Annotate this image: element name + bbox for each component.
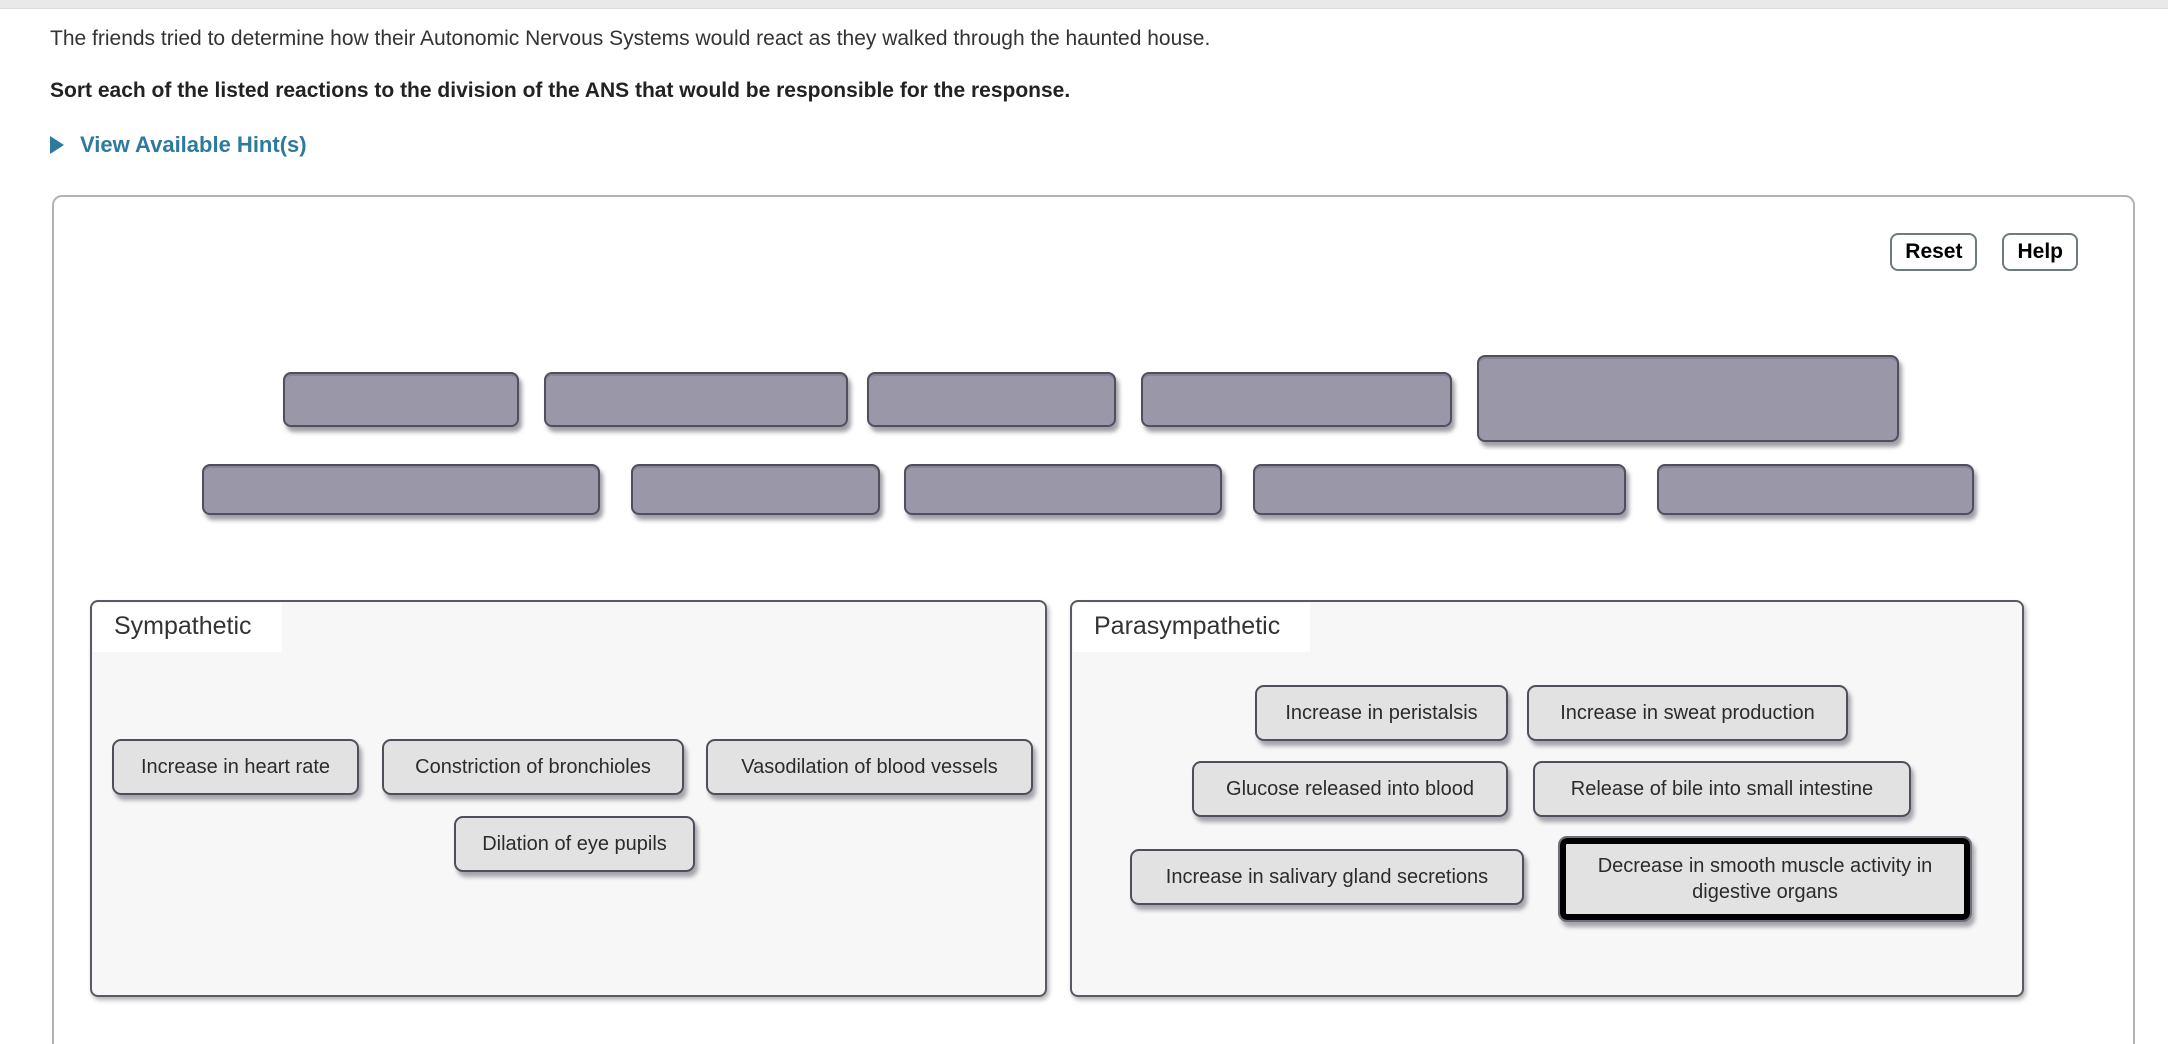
reaction-chip[interactable]: Increase in sweat production: [1527, 685, 1848, 741]
reaction-chip[interactable]: Decrease in smooth muscle activity in di…: [1558, 836, 1972, 922]
reaction-chip[interactable]: Constriction of bronchioles: [382, 739, 684, 795]
reaction-chip[interactable]: Dilation of eye pupils: [454, 816, 695, 872]
reaction-chip[interactable]: Increase in peristalsis: [1255, 685, 1508, 741]
reaction-chip[interactable]: Increase in heart rate: [112, 739, 359, 795]
activity-panel: Reset Help Sympathetic Increase in heart…: [52, 195, 2135, 1044]
reaction-chip[interactable]: Release of bile into small intestine: [1533, 761, 1911, 817]
bin-sympathetic[interactable]: Sympathetic Increase in heart rate Constr…: [90, 600, 1047, 997]
blank-drag-item[interactable]: [283, 372, 519, 427]
reaction-chip[interactable]: Vasodilation of blood vessels: [706, 739, 1033, 795]
blank-drag-item[interactable]: [544, 372, 848, 427]
blank-drag-item[interactable]: [867, 372, 1116, 427]
reaction-chip[interactable]: Increase in salivary gland secretions: [1130, 849, 1524, 905]
bin-label-patch: Parasympathetic: [1073, 603, 1311, 652]
blank-drag-item[interactable]: [1657, 464, 1974, 515]
bin-label-sympathetic: Sympathetic: [114, 612, 252, 640]
toolbar: Reset Help: [1890, 233, 2078, 271]
intro-text: The friends tried to determine how their…: [50, 27, 1211, 50]
reset-button[interactable]: Reset: [1890, 233, 1978, 271]
blank-drag-item[interactable]: [1253, 464, 1626, 515]
blank-drag-item[interactable]: [631, 464, 880, 515]
blank-drag-item[interactable]: [1141, 372, 1452, 427]
blank-drag-item[interactable]: [1477, 355, 1899, 442]
reaction-chip[interactable]: Glucose released into blood: [1192, 761, 1508, 817]
hints-link-label: View Available Hint(s): [80, 132, 307, 157]
help-button[interactable]: Help: [2002, 233, 2078, 271]
top-divider: [0, 0, 2168, 9]
hints-toggle[interactable]: View Available Hint(s): [50, 132, 307, 158]
blank-drag-item[interactable]: [202, 464, 600, 515]
blank-drag-item[interactable]: [904, 464, 1222, 515]
instruction-text: Sort each of the listed reactions to the…: [50, 79, 1071, 102]
bin-label-parasympathetic: Parasympathetic: [1094, 612, 1281, 640]
caret-right-icon: [50, 136, 64, 154]
bin-label-patch: Sympathetic: [93, 603, 282, 652]
